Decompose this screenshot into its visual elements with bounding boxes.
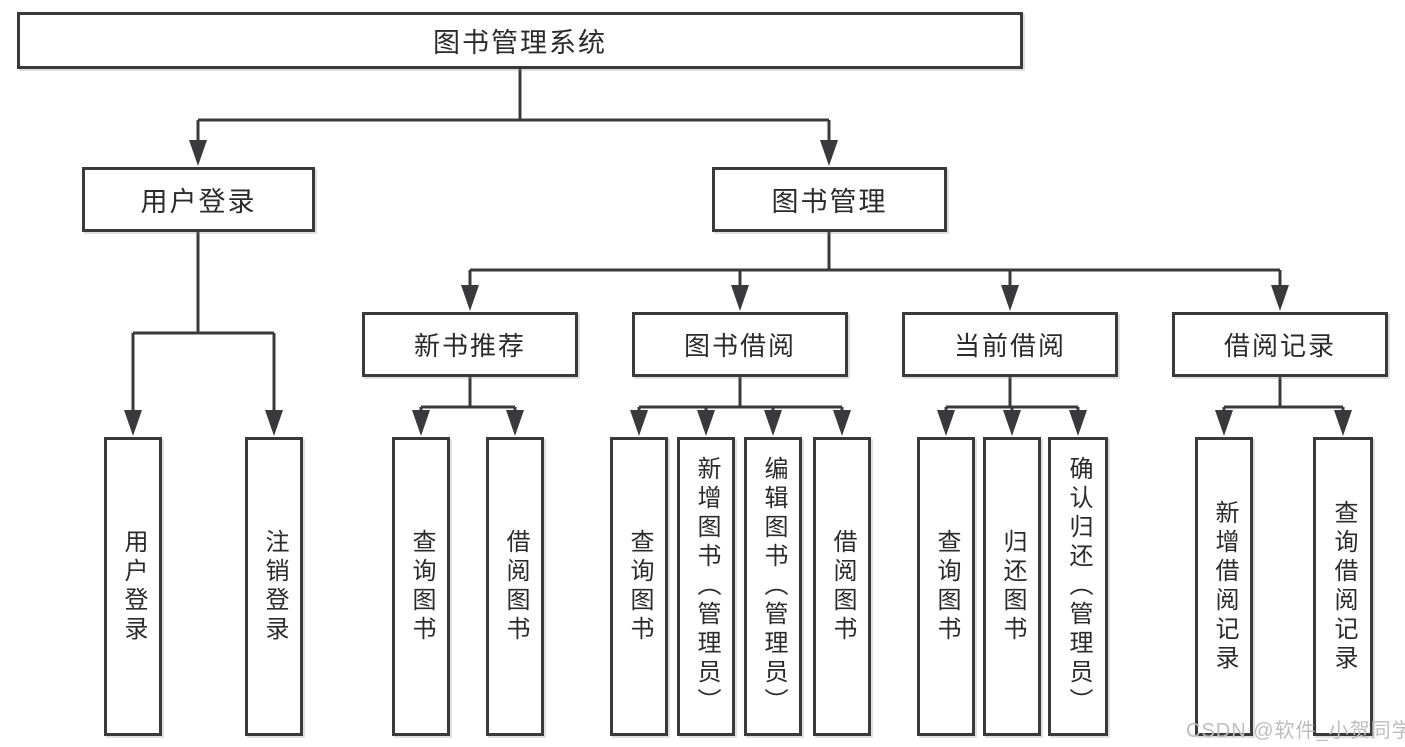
node-user-login: 用户登录 xyxy=(82,167,315,232)
node-label: 图书借阅 xyxy=(683,331,796,361)
node-label: 查询图书 xyxy=(626,528,653,645)
arrow-icon xyxy=(1215,410,1233,436)
node-label: 用户登录 xyxy=(140,187,257,217)
leaf-confirm-return-admin: 确认归还（管理员） xyxy=(1048,437,1108,736)
node-label: 归还图书 xyxy=(999,528,1026,645)
arrow-icon xyxy=(1334,410,1352,436)
arrow-icon xyxy=(189,140,207,166)
leaf-borrow-books: 借阅图书 xyxy=(813,437,871,736)
watermark: CSDN @软件_小贺同学 xyxy=(1186,720,1405,742)
leaf-borrow-books-recommend: 借阅图书 xyxy=(486,437,544,736)
leaf-query-books-recommend: 查询图书 xyxy=(392,437,450,736)
node-label: 查询图书 xyxy=(933,528,960,645)
node-book-management: 图书管理 xyxy=(712,167,947,232)
arrow-icon xyxy=(697,410,715,436)
arrow-icon xyxy=(630,410,648,436)
arrow-icon xyxy=(506,410,524,436)
node-borrow-records: 借阅记录 xyxy=(1172,312,1388,377)
arrow-icon xyxy=(937,410,955,436)
connector-root xyxy=(196,69,831,142)
node-label: 借阅图书 xyxy=(502,528,529,645)
node-label: 查询图书 xyxy=(408,528,435,645)
node-book-borrow: 图书借阅 xyxy=(632,312,848,377)
arrow-icon xyxy=(412,410,430,436)
node-label: 新增借阅记录 xyxy=(1211,499,1238,674)
connector-current-borrow xyxy=(944,376,1080,412)
node-label: 图书管理系统 xyxy=(433,28,607,58)
node-label: 编辑图书（管理员） xyxy=(760,456,787,717)
leaf-edit-books-admin: 编辑图书（管理员） xyxy=(744,437,802,736)
node-label: 借阅图书 xyxy=(829,528,856,645)
arrow-icon xyxy=(764,410,782,436)
node-label: 确认归还（管理员） xyxy=(1065,456,1092,717)
arrow-icon xyxy=(124,410,142,436)
arrow-icon xyxy=(731,285,749,311)
arrow-icon xyxy=(461,285,479,311)
leaf-add-borrow-record: 新增借阅记录 xyxy=(1195,437,1253,736)
node-label: 新增图书（管理员） xyxy=(693,456,720,717)
node-label: 当前借阅 xyxy=(953,331,1066,361)
node-label: 用户登录 xyxy=(120,528,147,645)
connector-new-book xyxy=(419,376,517,412)
connector-borrow-records xyxy=(1222,376,1345,412)
node-label: 图书管理 xyxy=(771,187,888,217)
leaf-logout: 注销登录 xyxy=(245,437,303,736)
arrow-icon xyxy=(820,140,838,166)
leaf-query-books-current: 查询图书 xyxy=(917,437,975,736)
node-current-borrow: 当前借阅 xyxy=(902,312,1118,377)
leaf-add-books-admin: 新增图书（管理员） xyxy=(677,437,735,736)
connector-book-borrow xyxy=(637,376,844,412)
arrow-icon xyxy=(833,410,851,436)
leaf-user-login: 用户登录 xyxy=(104,437,162,736)
connector-book-management xyxy=(468,232,1282,288)
leaf-query-borrow-record: 查询借阅记录 xyxy=(1313,437,1373,736)
arrow-icon xyxy=(1271,285,1289,311)
node-root: 图书管理系统 xyxy=(17,12,1023,69)
arrow-icon xyxy=(1069,410,1087,436)
node-label: 新书推荐 xyxy=(413,331,526,361)
node-label: 查询借阅记录 xyxy=(1330,499,1357,674)
node-label: 注销登录 xyxy=(261,528,288,645)
arrow-icon xyxy=(1001,285,1019,311)
leaf-query-books-borrow: 查询图书 xyxy=(610,437,668,736)
connector-user-login xyxy=(131,232,276,412)
arrow-icon xyxy=(1003,410,1021,436)
node-new-book-recommend: 新书推荐 xyxy=(362,312,578,377)
node-label: 借阅记录 xyxy=(1223,331,1336,361)
arrow-icon xyxy=(265,410,283,436)
leaf-return-books: 归还图书 xyxy=(983,437,1041,736)
